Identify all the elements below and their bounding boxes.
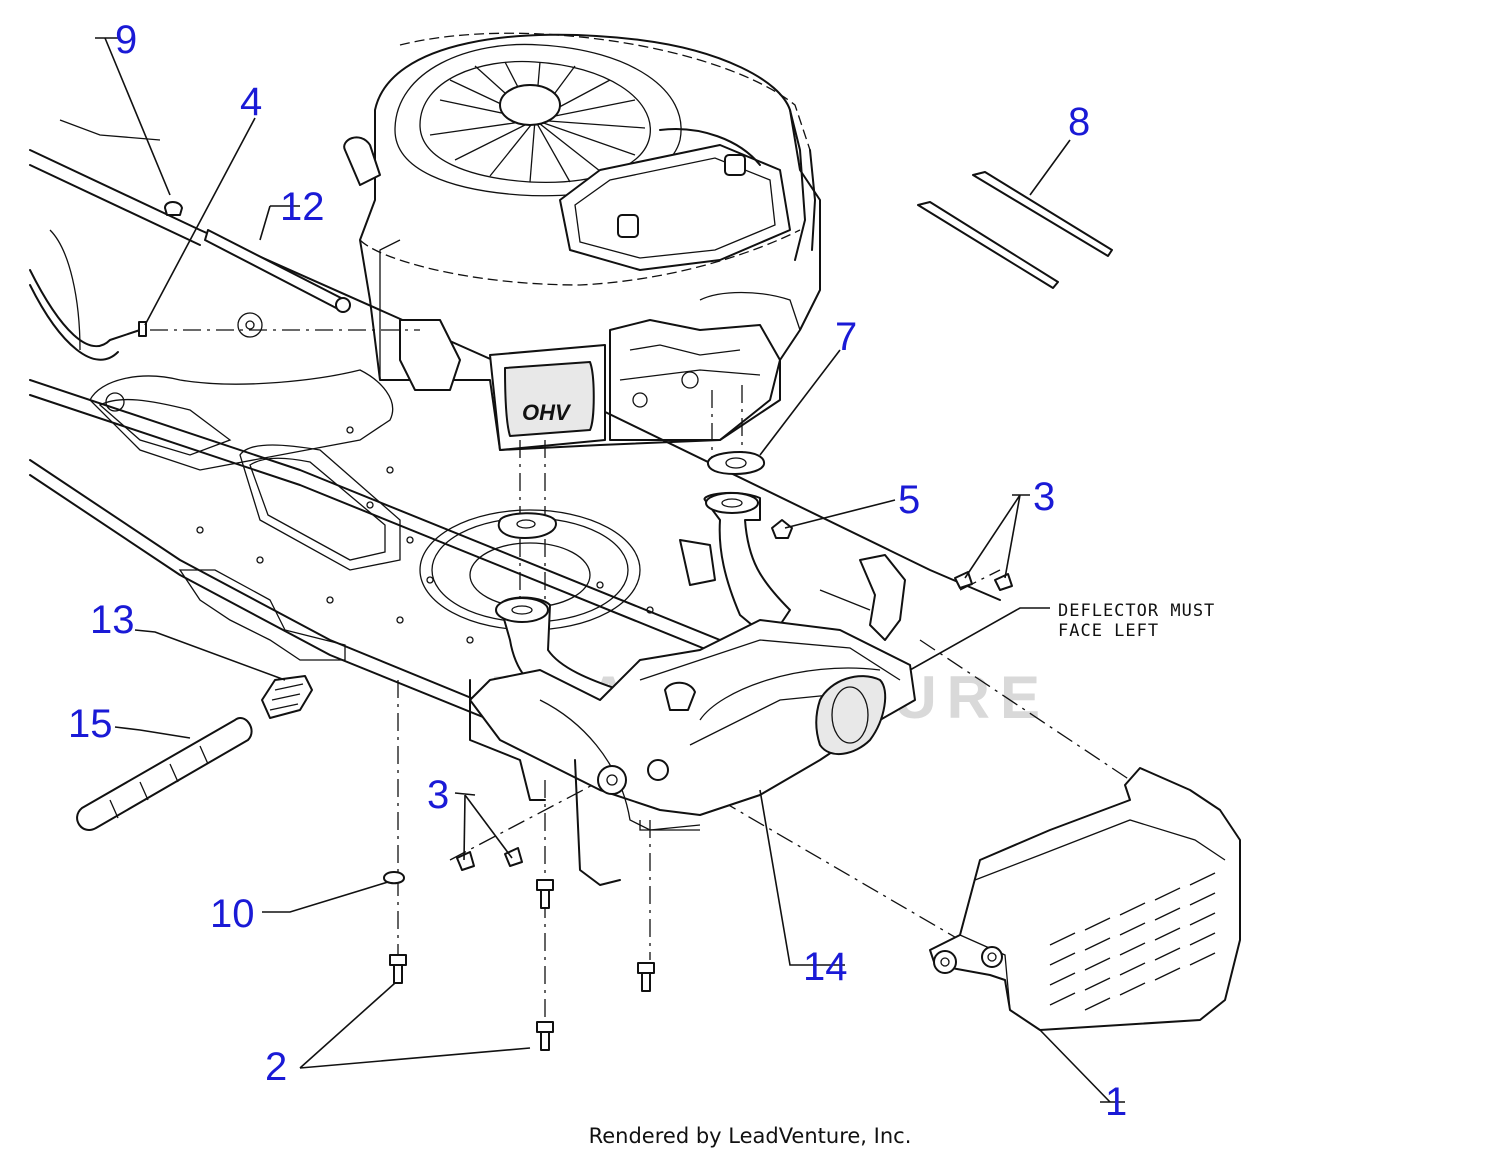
callout-3-upper: 3 [1033, 475, 1055, 519]
callout-8: 8 [1068, 100, 1090, 144]
callout-9: 9 [115, 18, 137, 62]
callout-15: 15 [68, 702, 113, 746]
muffler [469, 539, 916, 886]
engine: OHV [343, 32, 821, 451]
exhaust-gasket [706, 451, 766, 475]
callout-13: 13 [90, 598, 135, 642]
leader-lines [95, 37, 1125, 1103]
callout-3-lower: 3 [427, 773, 449, 817]
engine-badge: OHV [522, 400, 572, 425]
callout-5: 5 [898, 478, 920, 522]
callout-labels: 9 4 12 8 7 5 3 13 15 3 10 14 2 1 [68, 18, 1127, 1124]
callout-4: 4 [240, 80, 262, 124]
callout-10: 10 [210, 892, 255, 936]
callout-14: 14 [803, 945, 848, 989]
hardware [76, 171, 1113, 1051]
bolts [389, 879, 655, 1051]
deflector-note-line1: DEFLECTOR MUST [1058, 601, 1215, 621]
footer-credit: Rendered by LeadVenture, Inc. [588, 1124, 912, 1148]
callout-12: 12 [280, 185, 325, 229]
heat-shield [929, 767, 1241, 1031]
deflector-note-line2: FACE LEFT [1058, 621, 1159, 641]
callout-2: 2 [265, 1045, 287, 1089]
callout-7: 7 [835, 315, 857, 359]
heat-shield-slots [1049, 872, 1216, 1011]
exhaust-pipe [495, 491, 791, 721]
callout-1: 1 [1105, 1080, 1127, 1124]
